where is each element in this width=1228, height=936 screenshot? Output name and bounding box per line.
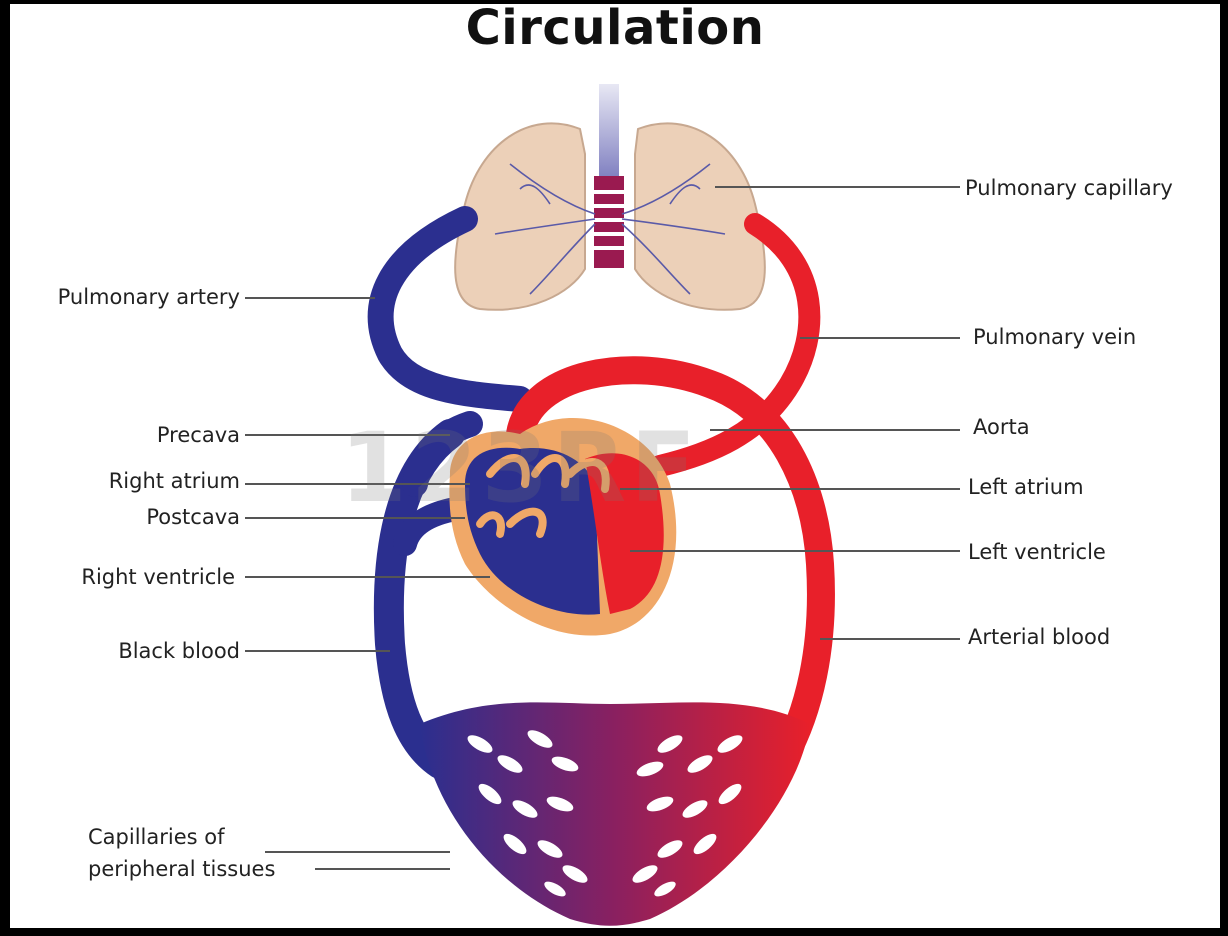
label-postcava: Postcava [10,504,240,530]
label-capillaries-line1: Capillaries of [88,824,224,850]
label-pulmonary-capillary: Pulmonary capillary [965,175,1173,201]
capillary-bed [420,702,810,925]
label-left-atrium: Left atrium [968,474,1084,500]
label-arterial-blood: Arterial blood [968,624,1110,650]
label-black-blood: Black blood [10,638,240,664]
label-right-atrium: Right atrium [10,468,240,494]
label-pulmonary-artery: Pulmonary artery [10,284,240,310]
label-aorta: Aorta [973,414,1030,440]
label-pulmonary-vein: Pulmonary vein [973,324,1136,350]
label-left-ventricle: Left ventricle [968,539,1106,565]
label-right-ventricle: Right ventricle [10,564,235,590]
label-precava: Precava [10,422,240,448]
watermark: 123RF [340,412,700,524]
right-lung [635,123,765,309]
diagram-frame: Circulation [10,4,1220,928]
label-capillaries-line2: peripheral tissues [88,856,275,882]
